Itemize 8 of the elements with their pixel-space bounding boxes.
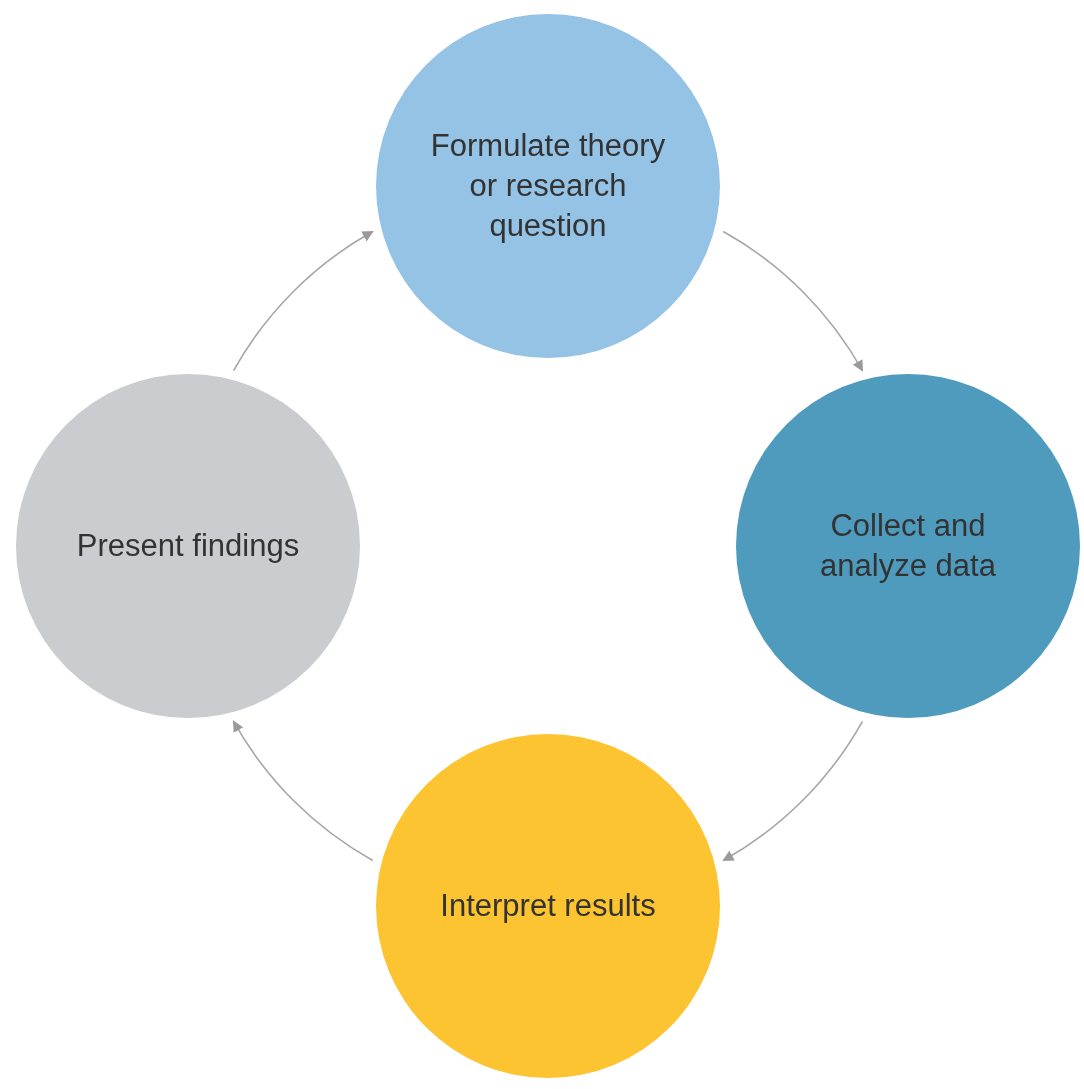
arrow — [722, 230, 864, 372]
step-label: Interpret results — [439, 886, 657, 925]
arrow — [232, 720, 374, 862]
step-label: Collect and analyze data — [819, 506, 997, 585]
arrow — [722, 720, 864, 862]
arrow — [232, 230, 374, 372]
step-label: Present findings — [75, 526, 301, 565]
step-label: Formulate theory or research question — [429, 126, 667, 246]
